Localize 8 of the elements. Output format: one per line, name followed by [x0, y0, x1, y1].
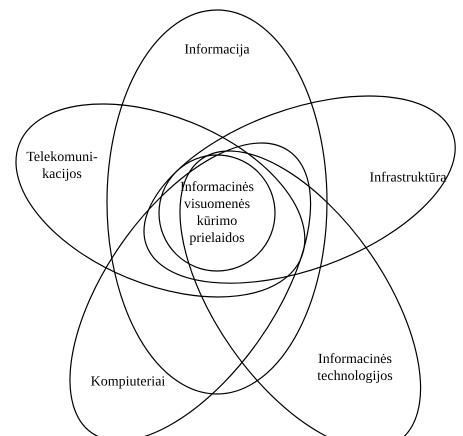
ellipse-region	[143, 95, 457, 285]
region-label: Informacinės technologijos	[316, 350, 394, 385]
region-label: Kompiuteriai	[90, 373, 166, 390]
ellipse-region	[14, 102, 306, 298]
ellipse-region	[158, 154, 276, 272]
region-label: Infrastruktūra	[368, 169, 448, 186]
region-label: Informacija	[183, 42, 251, 58]
region-label: Telekomuni- kacijos	[25, 148, 99, 183]
